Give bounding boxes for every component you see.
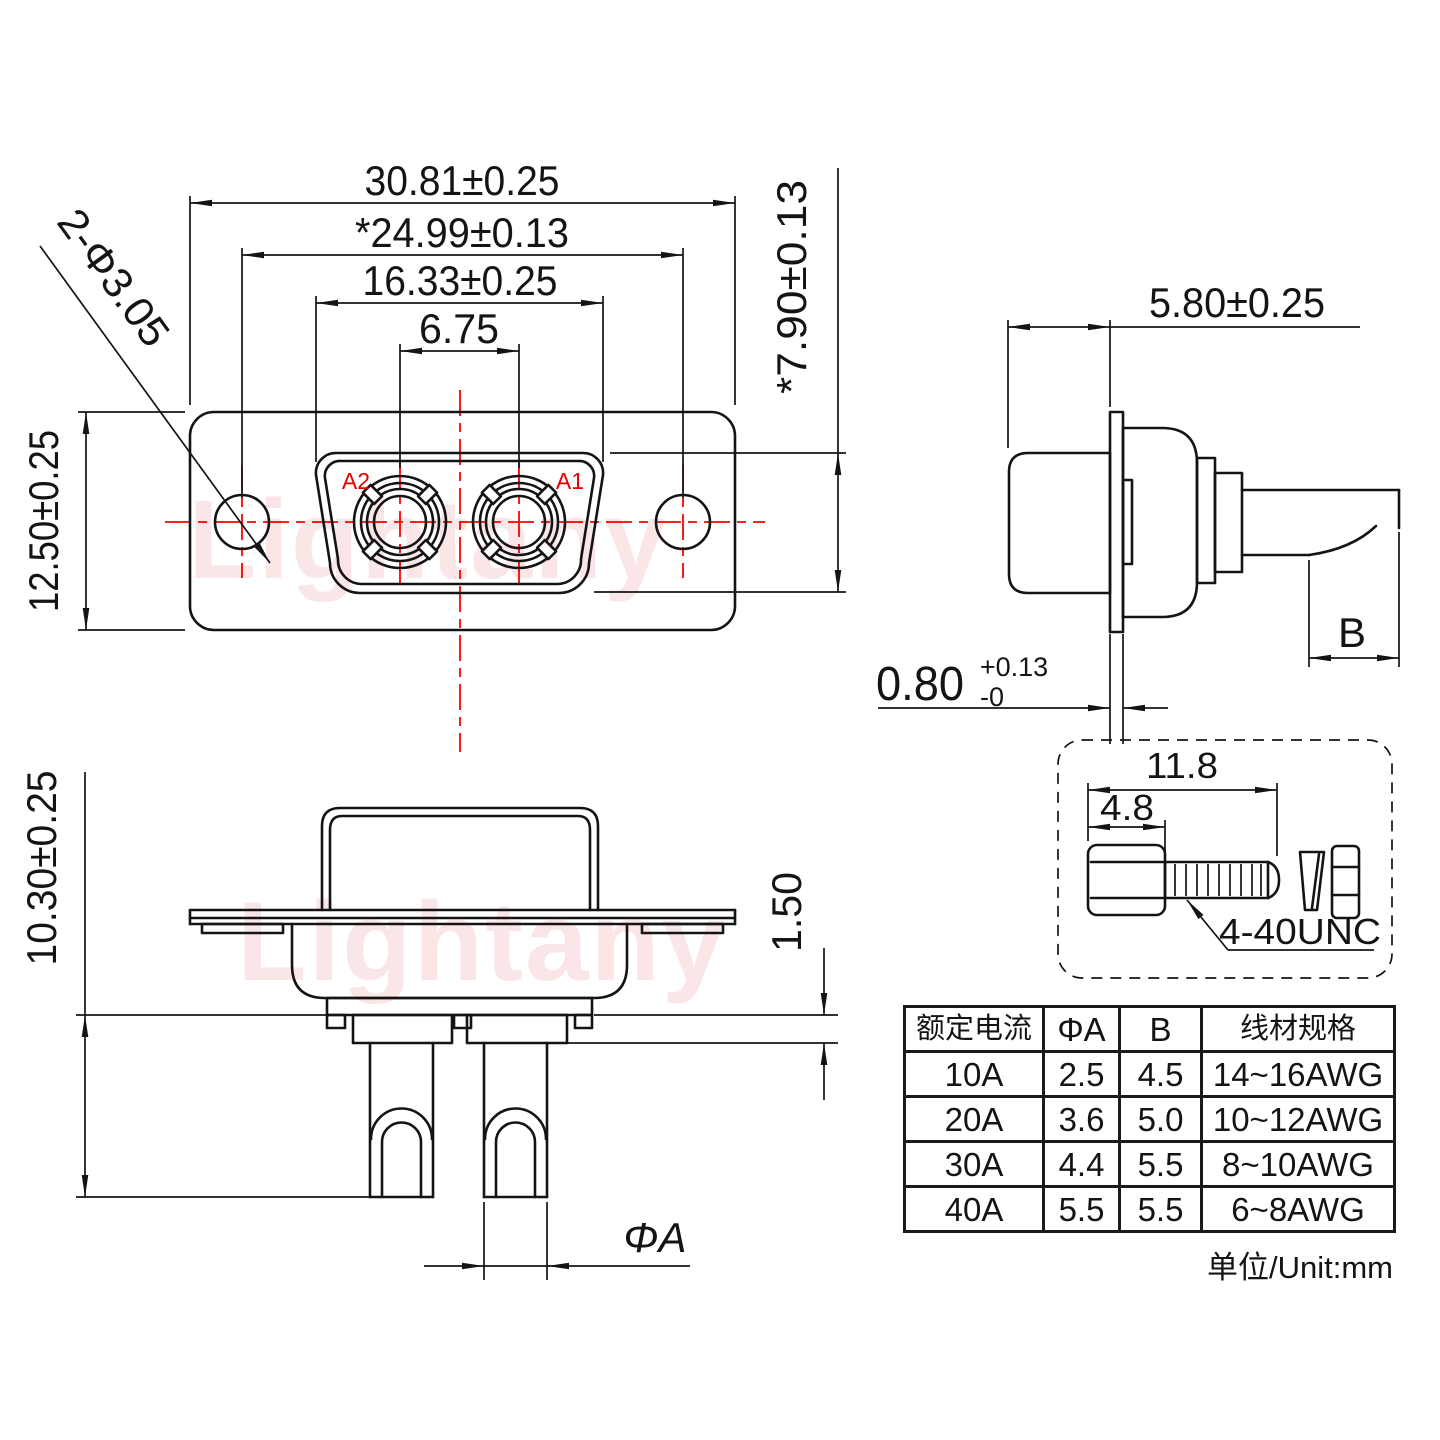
cell-phi-a: 3.6 [1042,1095,1121,1143]
dim-height-plate: 12.50±0.25 [20,430,67,612]
dim-depth: 5.80±0.25 [1149,279,1325,326]
cell-current: 10A [903,1050,1045,1098]
bottom-view-dimension-texts: 10.30±0.25 1.50 ΦA [18,771,810,1262]
cell-wire-gauge: 6~8AWG [1200,1185,1396,1233]
front-view: A2 A1 30.81±0.25 [20,157,846,752]
col-header-wire-gauge: 线材规格 [1200,1005,1396,1053]
table-row: 20A 3.6 5.0 10~12AWG [903,1095,1396,1143]
cell-b: 5.5 [1118,1140,1203,1188]
dim-width-dsub: 16.33±0.25 [363,257,558,304]
side-view-dimensions [878,320,1400,744]
rear-hood [320,806,600,912]
thumbscrew [1086,843,1281,917]
thread-label: 4-40UNC [1219,911,1381,952]
side-view: 5.80±0.25 0.80 +0.13 -0 B [876,279,1401,744]
screw-dimensions [1087,783,1374,951]
dim-standoff: 1.50 [763,872,810,952]
table-row: 40A 5.5 5.5 6~8AWG [903,1185,1396,1233]
cell-phi-a: 5.5 [1042,1185,1121,1233]
dim-height-body: 10.30±0.25 [18,771,65,966]
cell-wire-gauge: 8~10AWG [1200,1140,1396,1188]
dim-phi-a: ΦA [623,1214,686,1261]
nut-part [1330,844,1361,920]
contact-label-a1: A1 [556,468,584,494]
col-header-rated-current: 额定电流 [903,1005,1045,1053]
solder-pin-left [368,1041,435,1199]
unit-note: 单位/Unit:mm [1207,1250,1393,1285]
dsub-shell-cutout [314,451,605,595]
dim-mount-holes: 2-Φ3.05 [48,200,179,355]
cell-current: 20A [903,1095,1045,1143]
cell-current: 40A [903,1185,1045,1233]
cell-current: 30A [903,1140,1045,1188]
front-view-dimensions [39,168,846,631]
cell-b: 5.5 [1118,1185,1203,1233]
flange-plate-edge [188,908,737,935]
dim-height-dsub: *7.90±0.13 [768,180,815,394]
spec-table: 额定电流 ΦA B 线材规格 10A 2.5 4.5 14~16AWG 20A … [903,1005,1396,1233]
col-header-phi-a: ΦA [1042,1005,1121,1053]
dim-total-length: 11.8 [1146,745,1218,786]
insulator-body [290,922,629,1045]
label-b: B [1338,609,1366,656]
dim-width-outer: 30.81±0.25 [365,157,560,204]
table-header-row: 额定电流 ΦA B 线材规格 [903,1005,1396,1053]
cell-b: 5.0 [1118,1095,1203,1143]
cell-b: 4.5 [1118,1050,1203,1098]
detail-box-border [1057,739,1393,979]
cell-wire-gauge: 10~12AWG [1200,1095,1396,1143]
col-header-b: B [1118,1005,1203,1053]
watermark-bottom: Lightany [237,879,727,1004]
dim-flange-tol-upper: +0.13 [980,652,1048,682]
screw-dimension-texts: 11.8 4.8 4-40UNC [1100,745,1381,952]
side-view-body [1007,410,1244,634]
cell-phi-a: 4.4 [1042,1140,1121,1188]
table-row: 30A 4.4 5.5 8~10AWG [903,1140,1396,1188]
solder-pin-right [482,1041,549,1199]
table-row: 10A 2.5 4.5 14~16AWG [903,1050,1396,1098]
contact-label-a2: A2 [342,468,370,494]
dim-contact-pitch: 6.75 [419,305,499,352]
wedge-part [1298,850,1326,912]
dim-flange-tol-lower: -0 [980,682,1004,712]
side-view-dimension-texts: 5.80±0.25 0.80 +0.13 -0 B [876,279,1366,712]
exit-wire [1240,488,1401,557]
dim-flange-base: 0.80 [876,658,964,711]
bottom-view-dimensions [76,772,838,1280]
cell-phi-a: 2.5 [1042,1050,1121,1098]
dim-width-holes: *24.99±0.13 [355,209,569,256]
bottom-view: 10.30±0.25 1.50 ΦA [18,771,838,1280]
screw-detail: 11.8 4.8 4-40UNC [1057,739,1393,979]
dim-head-length: 4.8 [1100,787,1154,828]
cell-wire-gauge: 14~16AWG [1200,1050,1396,1098]
